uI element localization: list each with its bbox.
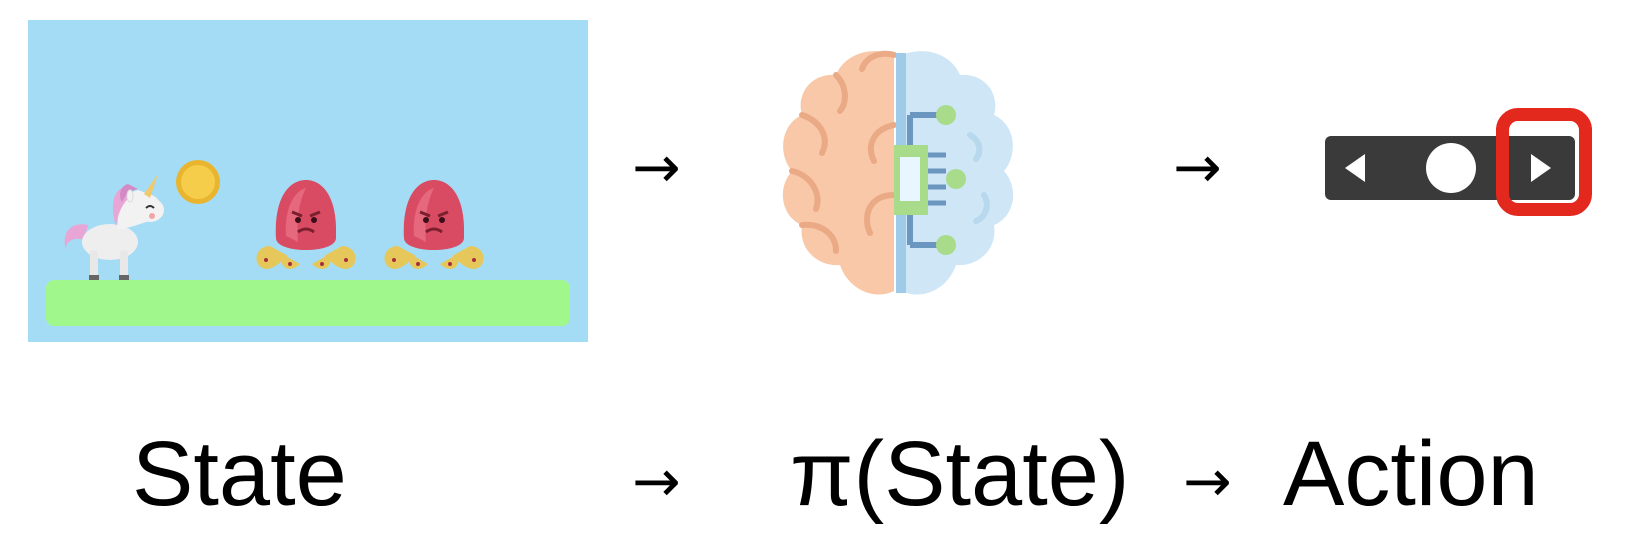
octopus-icon	[256, 180, 356, 269]
arrow-policy-to-action: →	[1173, 133, 1222, 201]
arrow-policy-to-action-text: →	[1183, 447, 1232, 515]
selected-action-highlight	[1496, 108, 1592, 216]
octopus-icon	[384, 180, 484, 269]
game-state-scene	[28, 20, 588, 342]
state-label: State	[132, 423, 347, 525]
right-button[interactable]	[1519, 146, 1563, 190]
brain-circuit-icon	[782, 50, 1014, 295]
arrow-state-to-policy-text: →	[632, 447, 681, 515]
action-label: Action	[1283, 423, 1539, 525]
ground	[46, 280, 570, 326]
action-controller	[1325, 136, 1575, 200]
unicorn-icon	[64, 174, 164, 280]
coin-icon	[176, 160, 220, 204]
policy-label: π(State)	[790, 423, 1130, 525]
left-button[interactable]	[1335, 146, 1379, 190]
arrow-state-to-policy: →	[632, 133, 681, 201]
center-button[interactable]	[1424, 142, 1478, 196]
